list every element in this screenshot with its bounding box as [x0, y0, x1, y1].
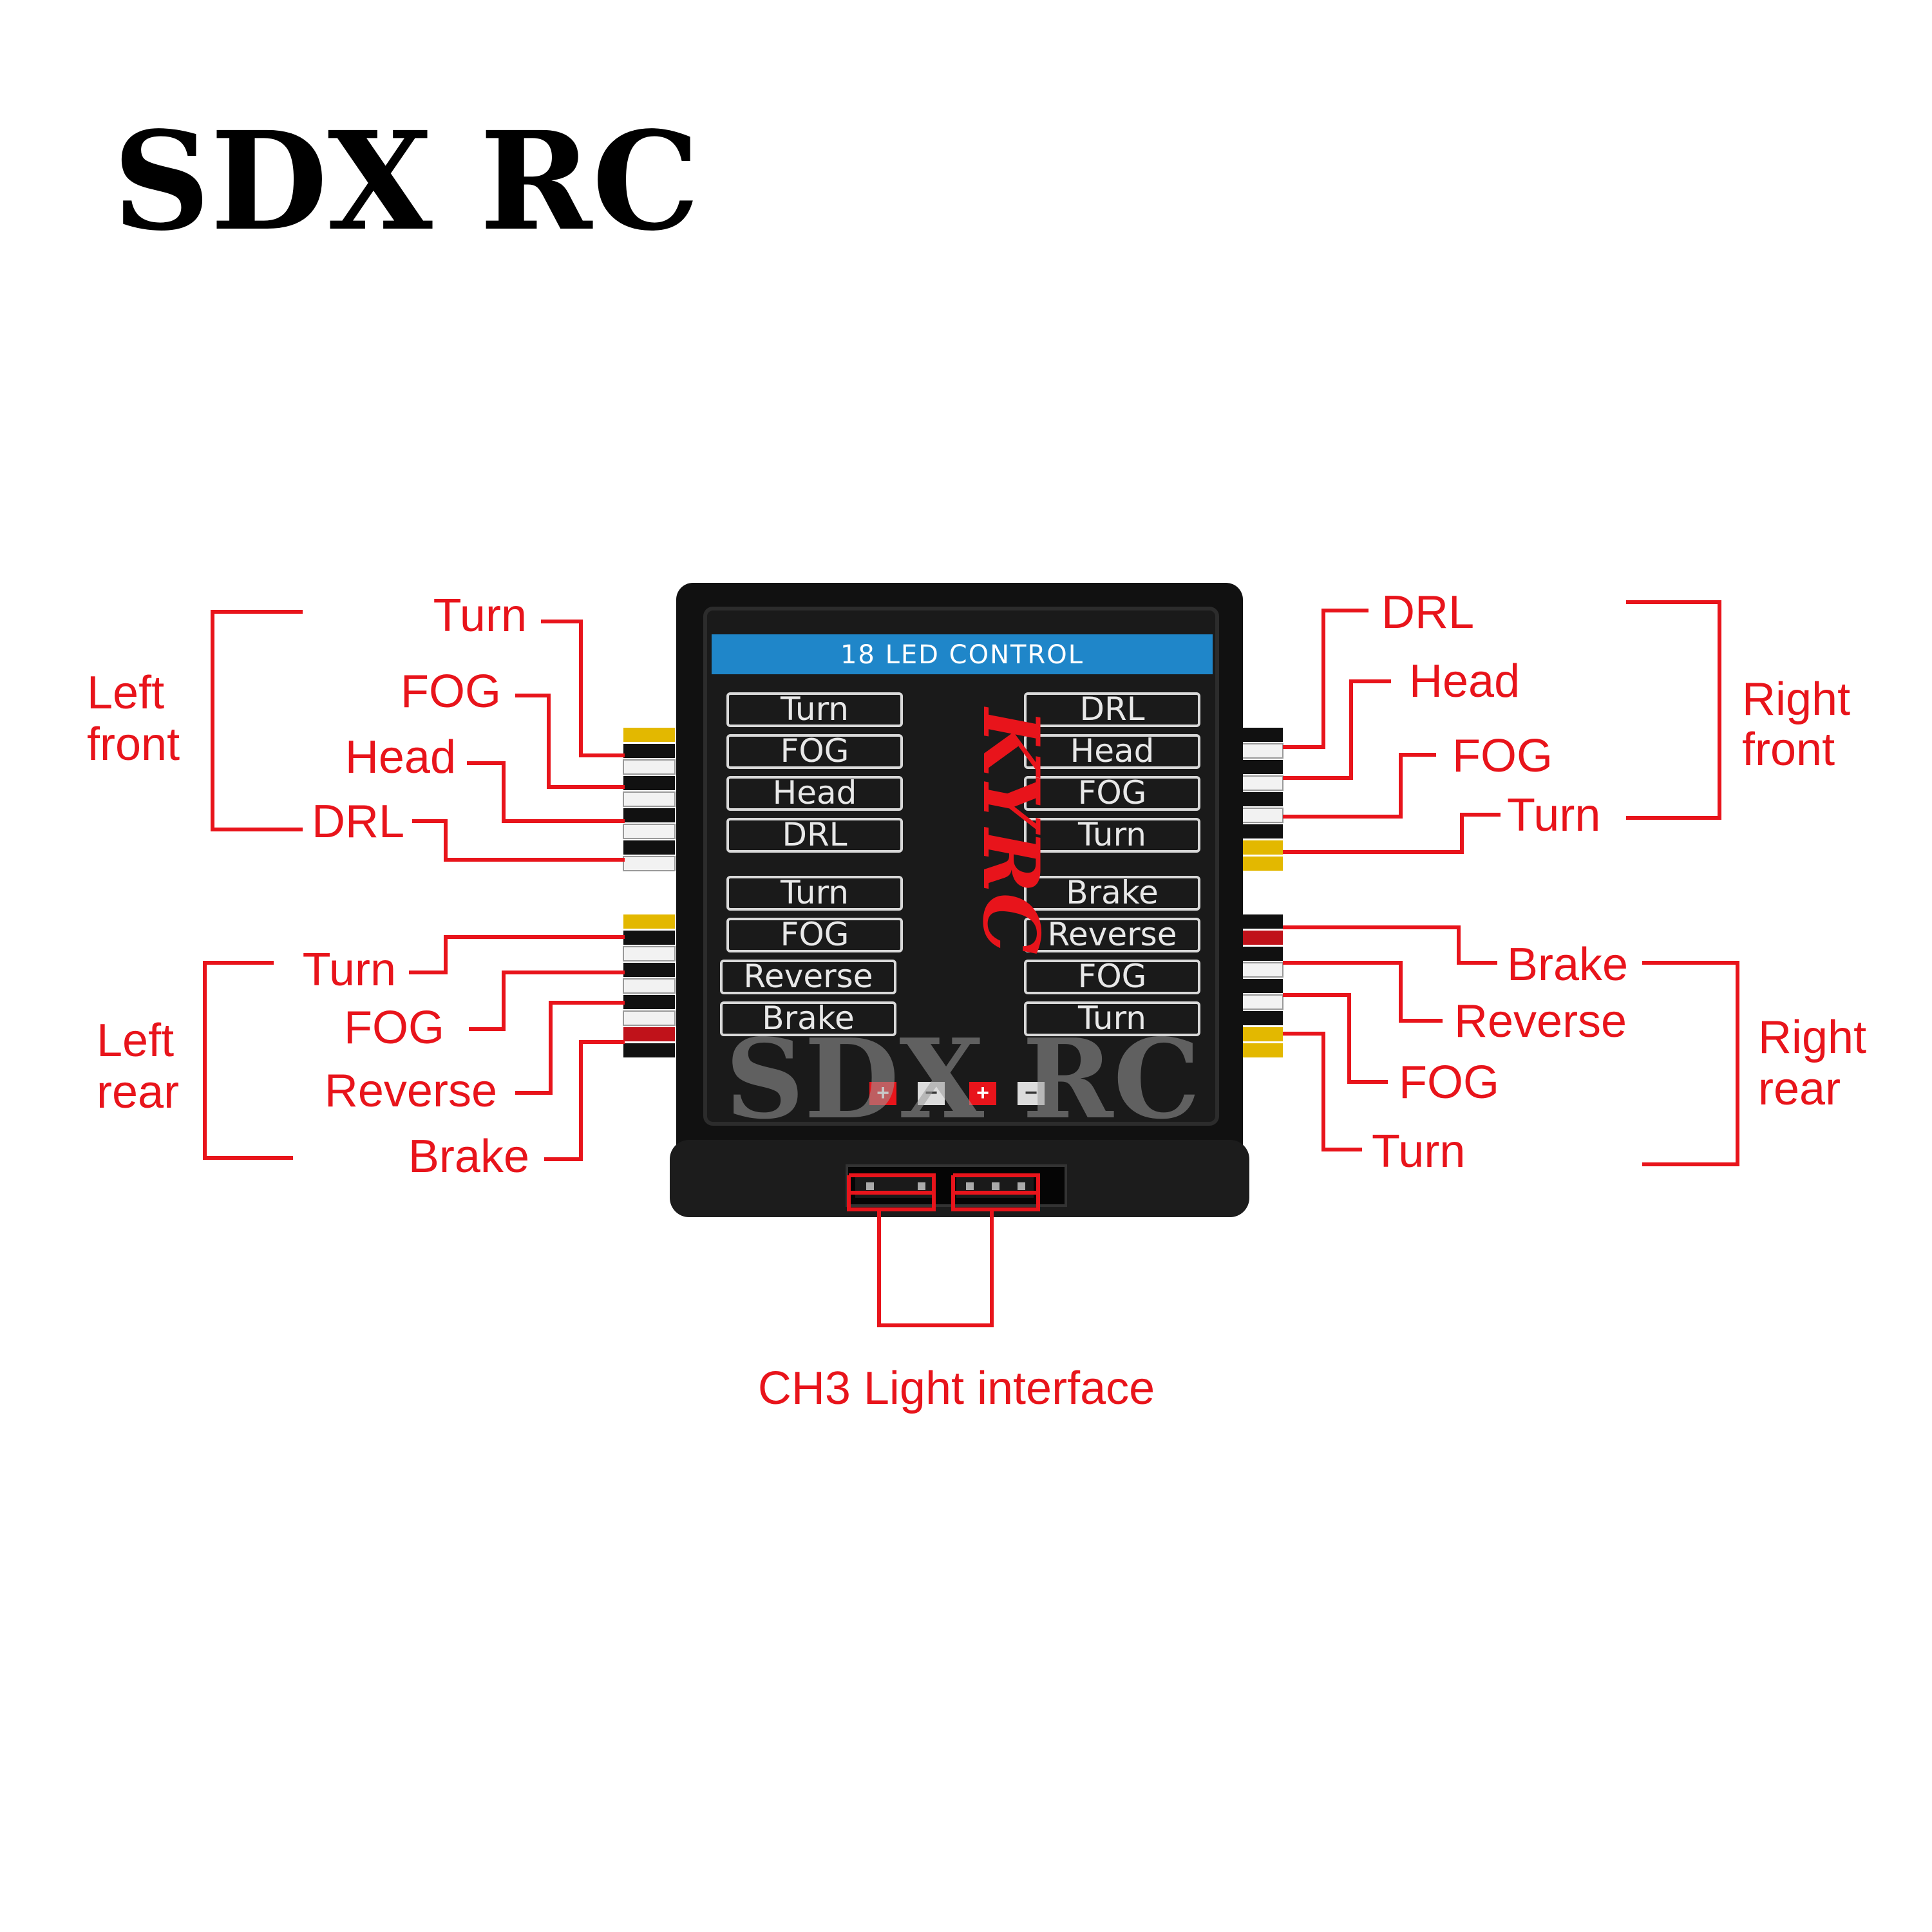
wire-label: Turn [433, 590, 527, 641]
wire-label: FOG [1399, 1057, 1499, 1108]
wire-label: Reverse [1454, 996, 1627, 1047]
wire-label: DRL [1381, 587, 1474, 638]
group-label-right-rear: Right [1758, 1012, 1866, 1063]
led-controller-device: 18 LED CONTROL Turn FOG Head DRL Turn FO… [670, 583, 1249, 1217]
right-panel-label: FOG [1078, 958, 1147, 995]
kyrc-logo: KYRC [965, 706, 1056, 954]
right-panel-label: Turn [1077, 999, 1146, 1037]
ch3-connector [846, 1164, 1067, 1207]
wire-label: Reverse [325, 1065, 497, 1117]
device-header-bar [712, 634, 1213, 674]
right-panel-label: Brake [1066, 874, 1158, 911]
plus-mark: + [876, 1081, 889, 1105]
wire-label: FOG [344, 1002, 444, 1054]
left-wire-bundle-front [623, 728, 676, 871]
right-wire-bundle-rear [1236, 914, 1283, 1057]
left-panel-label: Brake [762, 999, 854, 1037]
wire-label: FOG [1452, 730, 1553, 782]
right-panel-label: FOG [1078, 774, 1147, 811]
left-wire-bundle-rear [623, 914, 676, 1057]
group-label-right-front: Right [1742, 674, 1850, 725]
wire-label: Brake [1507, 939, 1628, 990]
wire-label: Turn [1507, 790, 1600, 841]
minus-mark: − [1025, 1081, 1037, 1105]
left-panel-label: Reverse [744, 958, 873, 995]
watermark: SDX RC [725, 1015, 1200, 1144]
left-panel-label: FOG [781, 916, 849, 953]
left-panel-label: FOG [781, 732, 849, 770]
callout-labels: Left front Turn FOG Head DRL Left rear T… [87, 587, 1866, 1414]
left-panel-labels: Turn FOG Head DRL Turn FOG Reverse Brake [720, 690, 903, 1037]
wire-label: Head [345, 732, 456, 783]
right-wire-bundle-front [1236, 728, 1283, 871]
right-panel-label: Reverse [1048, 916, 1177, 953]
wire-label: Head [1409, 656, 1520, 707]
group-label-right-rear: rear [1758, 1063, 1841, 1115]
right-panel-label: Turn [1077, 816, 1146, 853]
callout-lines [203, 600, 1739, 1327]
device-header-label: 18 LED CONTROL [840, 640, 1084, 670]
wire-label: Brake [408, 1131, 529, 1182]
right-panel-label: DRL [1079, 690, 1144, 728]
right-panel-labels: DRL Head FOG Turn Brake Reverse FOG Turn [1024, 690, 1200, 1037]
wire-label: Turn [303, 944, 396, 996]
ch3-interface-label: CH3 Light interface [758, 1363, 1155, 1414]
left-panel-label: DRL [782, 816, 847, 853]
wire-label: Turn [1372, 1126, 1465, 1177]
group-label-left-front: front [87, 719, 180, 770]
wire-label: DRL [312, 796, 404, 848]
polarity-marks: + − + − [869, 1081, 1045, 1105]
left-panel-label: Head [773, 774, 857, 811]
left-panel-label: Turn [780, 874, 849, 911]
group-label-left-rear: rear [97, 1066, 179, 1118]
group-label-right-front: front [1742, 724, 1835, 775]
right-panel-label: Head [1070, 732, 1155, 770]
plus-mark: + [976, 1081, 989, 1105]
group-label-left-rear: Left [97, 1015, 174, 1066]
minus-mark: − [925, 1081, 938, 1105]
wire-label: FOG [401, 666, 501, 717]
brand-title: SDX RC [113, 102, 699, 261]
group-label-left-front: Left [87, 667, 164, 719]
left-panel-label: Turn [780, 690, 849, 728]
